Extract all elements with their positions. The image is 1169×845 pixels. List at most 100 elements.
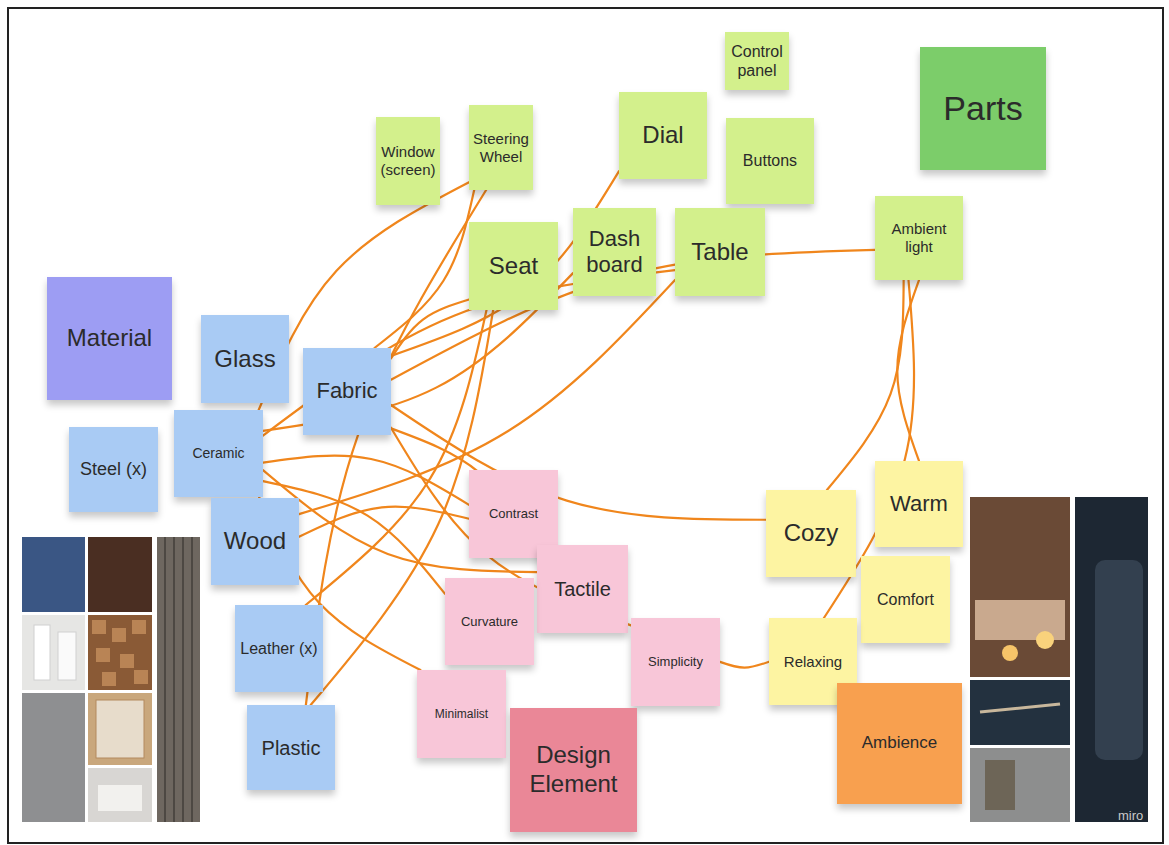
board-frame <box>8 8 1163 843</box>
ambient-strip <box>980 704 1060 712</box>
sticky-note: Minimalist <box>417 670 506 758</box>
sticky-note: Plastic <box>247 705 335 790</box>
sofa-photo <box>88 768 152 822</box>
note-text: Buttons <box>743 151 797 170</box>
dashboard-photo <box>970 680 1070 745</box>
note-text-stack: Window (screen) <box>379 143 437 179</box>
note-text: Steering Wheel <box>472 130 530 166</box>
sticky-note: Ambience <box>837 683 962 804</box>
note-text-stack: Seat <box>489 252 538 281</box>
sticky-note: Dash board <box>573 208 656 296</box>
note-text: Window (screen) <box>379 143 437 179</box>
sticky-note: Warm <box>875 461 963 547</box>
sticky-note: Window (screen) <box>376 117 440 205</box>
note-text: Wood <box>224 527 286 556</box>
note-text-stack: Tactile <box>554 577 611 601</box>
note-text: Fabric <box>316 378 377 404</box>
note-text-stack: Plastic <box>262 736 321 760</box>
wood-block-photo <box>88 615 152 690</box>
note-text: Table <box>691 238 748 267</box>
sticky-note: Curvature <box>445 578 534 665</box>
woven-panel <box>96 700 144 758</box>
sticky-note: Comfort <box>861 556 950 643</box>
note-text: Steel (x) <box>80 459 147 481</box>
lantern <box>1036 631 1054 649</box>
note-text-stack: Comfort <box>877 590 934 609</box>
sticky-note: Cozy <box>766 490 856 577</box>
note-text-stack: Wood <box>224 527 286 556</box>
note-text-stack: Ambient light <box>878 220 960 256</box>
sticky-note: Tactile <box>537 545 628 633</box>
note-text: Simplicity <box>648 654 703 670</box>
note-text-stack: Cozy <box>784 519 839 548</box>
note-text: Ambient light <box>878 220 960 256</box>
note-text-stack: Control panel <box>728 42 786 80</box>
note-text: Material <box>67 324 152 353</box>
note-text-stack: Fabric <box>316 378 377 404</box>
sticky-note: Ambient light <box>875 196 963 280</box>
note-text: Seat <box>489 252 538 281</box>
note-text: Curvature <box>461 614 518 630</box>
sticky-note: Ceramic <box>174 410 263 497</box>
grey-fabric-photo <box>22 693 85 822</box>
note-text-stack: Simplicity <box>648 654 703 670</box>
ceramic-vase <box>34 625 50 680</box>
material-photo-collage <box>22 537 200 822</box>
sticky-note: Table <box>675 208 765 296</box>
wood-blocks <box>92 620 148 686</box>
blue-fabric-photo <box>22 537 85 612</box>
note-text: Minimalist <box>435 707 488 721</box>
note-text-stack: Minimalist <box>435 707 488 721</box>
connector-curve <box>374 190 474 348</box>
note-text-stack: Curvature <box>461 614 518 630</box>
sticky-note: Buttons <box>726 118 814 204</box>
wood-slat-lines <box>165 537 192 822</box>
note-text-stack: Steel (x) <box>80 459 147 481</box>
sticky-note: Control panel <box>725 32 789 90</box>
connector-curve <box>391 300 469 359</box>
note-text: Contrast <box>489 506 538 522</box>
note-text-stack: Material <box>67 324 152 353</box>
connector-curve <box>827 280 904 490</box>
sticky-note: Simplicity <box>631 618 720 706</box>
warm-room-photo <box>970 497 1070 677</box>
note-text-stack: Table <box>691 238 748 267</box>
note-text-stack: Ambience <box>862 733 938 753</box>
note-text: Tactile <box>554 577 611 601</box>
console-detail <box>985 760 1015 810</box>
note-text-stack: Ceramic <box>192 445 244 462</box>
watermark: miro <box>1118 808 1143 823</box>
wood-panel-photo <box>88 693 152 765</box>
console-photo <box>970 748 1070 822</box>
note-text: Plastic <box>262 736 321 760</box>
car-seat-photo <box>1075 497 1148 822</box>
sticky-note: Dial <box>619 92 707 179</box>
wood-slat-photo <box>157 537 200 822</box>
ceramic-photo <box>22 615 85 690</box>
sticky-note: Leather (x) <box>235 605 323 692</box>
ambience-photo-collage <box>970 497 1148 822</box>
note-text: Warm <box>890 491 948 517</box>
note-text-stack: Dial <box>642 121 683 150</box>
note-text: Relaxing <box>784 653 842 671</box>
sticky-note: Steering Wheel <box>469 105 533 190</box>
ceramic-vase <box>58 632 76 680</box>
connector-curve <box>897 280 919 461</box>
sticky-note: Design Element <box>510 708 637 832</box>
sticky-note: Parts <box>920 47 1046 170</box>
note-text: Leather (x) <box>240 639 317 658</box>
connector-curve <box>391 405 766 520</box>
note-text-stack: Warm <box>890 491 948 517</box>
connector-curve <box>720 662 769 668</box>
sticky-note: Glass <box>201 315 289 403</box>
note-text-stack: Relaxing <box>784 653 842 671</box>
note-text: Control panel <box>728 42 786 80</box>
note-text-stack: Leather (x) <box>240 639 317 658</box>
sticky-note: Steel (x) <box>69 427 158 512</box>
note-text-stack: Glass <box>214 345 275 374</box>
note-text: Dial <box>642 121 683 150</box>
note-text: Dash board <box>576 226 653 279</box>
note-text-stack: Dash board <box>576 226 653 279</box>
note-text-stack: Design Element <box>513 741 634 799</box>
